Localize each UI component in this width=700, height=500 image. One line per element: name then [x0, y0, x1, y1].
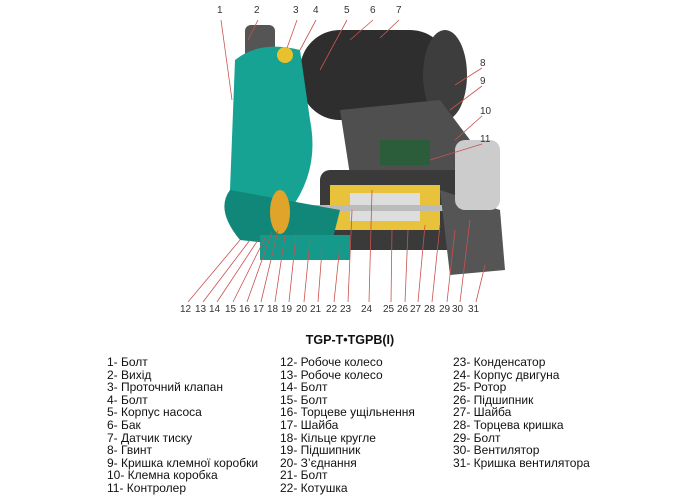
legend-item: 23- Конденсатор: [453, 355, 546, 369]
callout-28: 28: [424, 304, 436, 315]
legend-item: 18- Кільце кругле: [280, 430, 376, 445]
callout-19: 19: [281, 304, 293, 315]
callout-7: 7: [396, 5, 402, 16]
callout-6: 6: [370, 5, 376, 16]
legend-item: 17- Шайба: [280, 417, 339, 432]
legend-item: 4- Болт: [107, 392, 148, 407]
legend-item: 7- Датчик тиску: [107, 430, 193, 445]
callout-11: 11: [480, 134, 491, 145]
callout-18: 18: [267, 304, 279, 315]
legend-item: 9- Кришка клемної коробки: [107, 455, 259, 470]
legend-item: 1- Болт: [107, 355, 148, 369]
legend-item: 16- Торцеве ущільнення: [280, 405, 415, 420]
callout-25: 25: [383, 304, 395, 315]
callout-27: 27: [410, 304, 422, 315]
legend-item: 10- Клемна коробка: [107, 468, 218, 483]
legend-item: 15- Болт: [280, 392, 328, 407]
legend-item: 24- Корпус двигуна: [453, 367, 560, 382]
callout-13: 13: [195, 304, 207, 315]
callout-9: 9: [480, 76, 486, 87]
callout-10: 10: [480, 106, 492, 117]
callout-5: 5: [344, 5, 350, 16]
callout-2: 2: [254, 5, 260, 16]
callout-3: 3: [293, 5, 299, 16]
callout-4: 4: [313, 5, 319, 16]
legend-item: 22- Котушка: [280, 480, 348, 495]
legend-item: 30- Вентилятор: [453, 443, 540, 458]
legend-item: 28- Торцева кришка: [453, 417, 564, 432]
callout-8: 8: [480, 58, 486, 69]
callout-12: 12: [180, 304, 192, 315]
callout-23: 23: [340, 304, 352, 315]
legend-item: 12- Робоче колесо: [280, 355, 383, 369]
terminal-box: [340, 100, 470, 175]
legend-item: 5- Корпус насоса: [107, 405, 202, 420]
legend-item: 14- Болт: [280, 380, 328, 395]
callout-26: 26: [397, 304, 409, 315]
legend-item: 29- Болт: [453, 430, 501, 445]
callout-30: 30: [452, 304, 464, 315]
callout-20: 20: [296, 304, 308, 315]
legend-item: 27- Шайба: [453, 405, 512, 420]
callout-29: 29: [439, 304, 451, 315]
callout-24: 24: [361, 304, 373, 315]
callout-1: 1: [217, 5, 223, 16]
legend-item: 21- Болт: [280, 468, 328, 483]
legend-item: 20- З’єднання: [280, 455, 357, 470]
legend-item: 8- Гвинт: [107, 443, 153, 458]
tank: [300, 30, 467, 120]
callout-21: 21: [310, 304, 322, 315]
legend-item: 6- Бак: [107, 417, 141, 432]
legend-item: 19- Підшипник: [280, 443, 361, 458]
motor-housing: [270, 170, 470, 250]
callout-17: 17: [253, 304, 265, 315]
callout-15: 15: [225, 304, 237, 315]
legend-item: 26- Підшипник: [453, 392, 534, 407]
callout-14: 14: [209, 304, 221, 315]
legend-item: 25- Ротор: [453, 380, 507, 395]
legend-item: 2- Вихід: [107, 367, 152, 382]
legend-item: 31- Кришка вентилятора: [453, 455, 590, 470]
callout-22: 22: [326, 304, 338, 315]
callout-31: 31: [468, 304, 480, 315]
legend-item: 11- Контролер: [107, 480, 187, 495]
diagram-title: TGP-T•TGPB(I): [305, 333, 395, 347]
fan-cover: [440, 140, 505, 275]
legend-item: 13- Робоче колесо: [280, 367, 383, 382]
leader-lines: [187, 19, 486, 303]
callout-16: 16: [239, 304, 251, 315]
pump-body: [224, 25, 350, 260]
legend-item: 3- Проточний клапан: [107, 380, 223, 395]
pump-exploded-diagram: [187, 19, 505, 303]
